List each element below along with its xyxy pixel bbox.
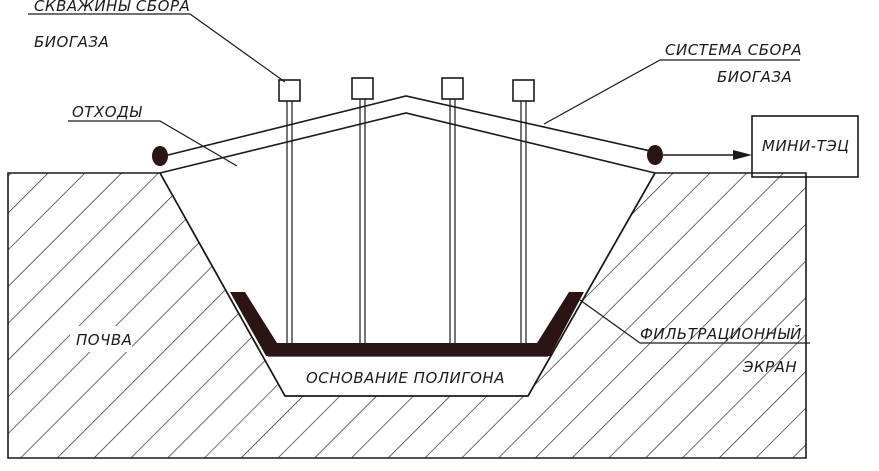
screen-label-line-2: ЭКРАН	[742, 358, 797, 376]
well-4	[512, 79, 535, 343]
wells-label-line-1: СКВАЖИНЫ СБОРА	[34, 0, 190, 15]
cover-system	[159, 95, 656, 174]
waste-label: ОТХОДЫ	[72, 103, 142, 121]
mini-tpp-label: МИНИ-ТЭЦ	[762, 137, 849, 155]
waste-leader-line	[68, 120, 238, 167]
landfill-pit	[159, 172, 656, 397]
well-2	[351, 77, 374, 343]
output-arrow	[663, 150, 752, 160]
soil-region	[7, 172, 807, 459]
screen-leader-line	[579, 299, 641, 344]
base-label: ОСНОВАНИЕ ПОЛИГОНА	[306, 369, 505, 387]
wells-label-line-2: БИОГАЗА	[34, 33, 109, 51]
system-label-line-2: БИОГАЗА	[717, 68, 792, 86]
soil-label: ПОЧВА	[76, 331, 132, 349]
filtration-screen	[230, 292, 584, 356]
screen-label-line-1: ФИЛЬТРАЦИОННЫЙ	[640, 324, 802, 343]
system-label-line-1: СИСТЕМА СБОРА	[665, 41, 802, 59]
mini-tpp-box	[751, 115, 859, 178]
wells-leader-line	[28, 13, 286, 83]
well-3	[441, 77, 464, 343]
system-leader-line	[543, 59, 661, 125]
well-1	[278, 79, 301, 343]
left-collector-node	[152, 146, 168, 166]
right-collector-node	[647, 145, 663, 165]
soil-label-bg	[70, 326, 132, 352]
